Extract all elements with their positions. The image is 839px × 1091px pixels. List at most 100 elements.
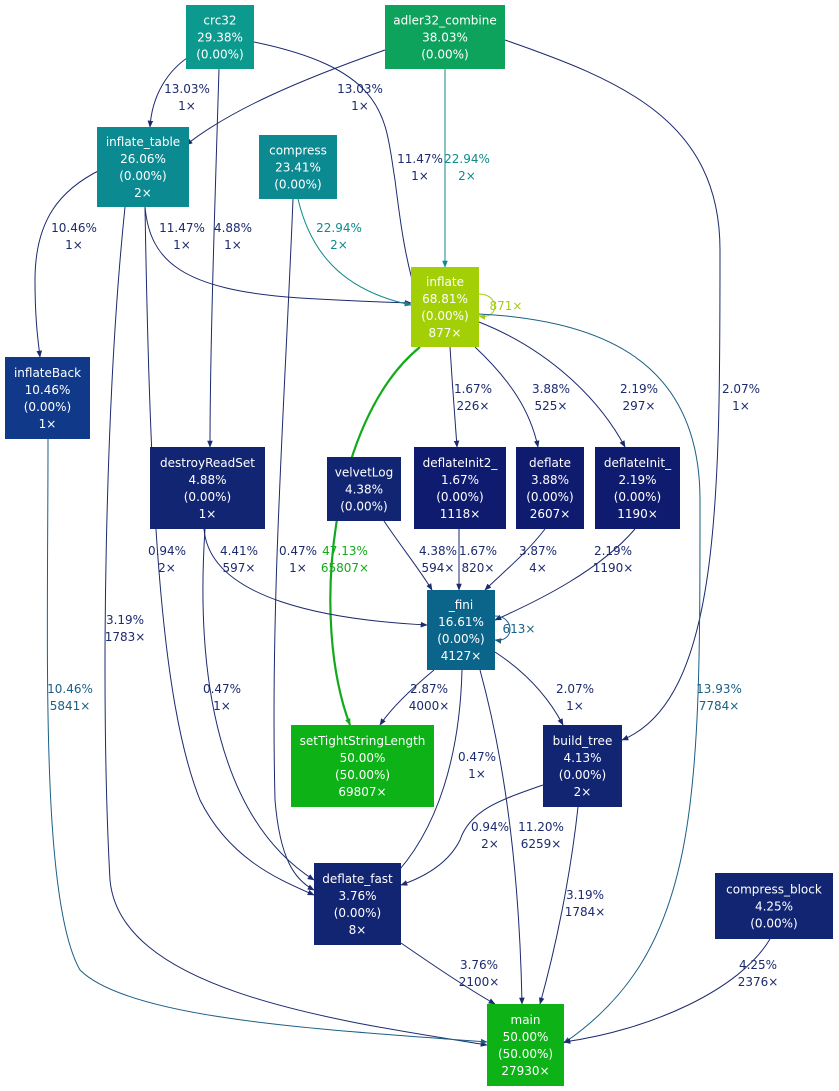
edge-compress_block-main: 4.25%2376×: [563, 938, 778, 1044]
edge-line: [478, 313, 701, 1044]
edge-label: 0.94%: [471, 820, 509, 834]
edge-deflate_fast-main: 3.76%2100×: [400, 942, 499, 1005]
edge-inflate-inflate: 871×: [478, 293, 522, 320]
edge-label: 6259×: [521, 837, 562, 851]
node-stat: 2×: [134, 186, 152, 200]
edge-build_tree-main: 3.19%1784×: [538, 806, 605, 1005]
node-deflateInit_[interactable]: deflateInit_2.19%(0.00%)1190×: [595, 447, 680, 529]
node-stat: (0.00%): [526, 490, 573, 504]
edge-line: [474, 346, 540, 448]
node-box: [150, 447, 265, 529]
edge-label: 1×: [411, 169, 429, 183]
edge-label: 3.87%: [519, 544, 557, 558]
edge-label: 3.19%: [566, 888, 604, 902]
edge-label: 13.93%: [696, 682, 742, 696]
edge-line: [383, 520, 433, 591]
node-stat: 29.38%: [197, 31, 243, 45]
node-name: compress: [269, 144, 327, 158]
edge-inflate_table-main: 3.19%1783×: [104, 206, 488, 1047]
edge-_fini-setTightStringLength: 2.87%4000×: [379, 669, 450, 726]
node-box: [715, 873, 833, 939]
edge-label: 13.03%: [337, 82, 383, 96]
edge-line: [538, 806, 579, 1005]
edge-inflate-deflateInit_: 2.19% 297×: [478, 321, 658, 448]
edge-adler32_combine-build_tree: 2.07% 1×: [504, 39, 760, 741]
edge-deflateInit_-_fini: 2.19%1190×: [494, 528, 636, 621]
edge-line: [46, 438, 488, 1045]
node-box: [314, 863, 401, 945]
node-box: [5, 357, 90, 439]
edge-label: 297×: [623, 399, 656, 413]
edge-label: 0.47%: [458, 750, 496, 764]
edge-line: [504, 39, 721, 741]
edge-line: [34, 169, 101, 358]
node-stat: 69807×: [338, 785, 386, 799]
edge-label: 1×: [566, 699, 584, 713]
edge-label: 65807×: [321, 561, 369, 575]
edge-label: 1×: [289, 561, 307, 575]
node-stat: (0.00%): [340, 500, 387, 514]
edge-line: [185, 49, 386, 146]
edge-adler32_combine-inflate: 22.94%2×: [442, 69, 490, 268]
edge-label: 2.19%: [620, 382, 658, 396]
node-stat: (0.00%): [750, 917, 797, 931]
edge-label: 1×: [732, 399, 750, 413]
edge-adler32_combine-inflate_table: 13.03%1×: [185, 49, 386, 146]
edge-label: 4000×: [409, 699, 450, 713]
edge-inflate-setTightStringLength: 47.13% 65807×: [321, 346, 421, 726]
edge-line: [379, 669, 435, 726]
node-stat: 4.25%: [755, 900, 793, 914]
node-box: [595, 447, 680, 529]
edge-label: 11.47%: [159, 221, 205, 235]
node-crc32[interactable]: crc32 29.38% (0.00%): [186, 5, 254, 69]
edge-inflate-deflateInit2_: 1.67%226×: [449, 346, 492, 448]
node-name: deflateInit2_: [423, 456, 499, 470]
node-name: crc32: [203, 14, 236, 28]
edge-deflate-_fini: 3.87%4×: [484, 528, 557, 591]
node-box: [543, 725, 622, 807]
edge-label: 597×: [223, 561, 256, 575]
node-name: inflate_table: [106, 135, 180, 149]
node-stat: 3.76%: [338, 889, 376, 903]
node-stat: (0.00%): [196, 48, 243, 62]
edge-label: 47.13%: [322, 544, 368, 558]
edge-inflate-main: 13.93% 7784×: [478, 313, 742, 1044]
edge-label: 1×: [468, 767, 486, 781]
edge-label: 2×: [458, 169, 476, 183]
edge-label: 2.07%: [722, 382, 760, 396]
node-name: deflate_fast: [322, 872, 393, 886]
node-stat: (0.00%): [421, 48, 468, 62]
edge-label: 0.47%: [279, 544, 317, 558]
node-box: [385, 5, 505, 69]
edge-label: 7784×: [699, 699, 740, 713]
node-stat: 4.88%: [188, 473, 226, 487]
edge-label: 4.25%: [739, 958, 777, 972]
node-deflateInit2_[interactable]: deflateInit2_1.67%(0.00%)1118×: [414, 447, 506, 529]
edge-label: 4.38%: [419, 544, 457, 558]
node-stat: (0.00%): [436, 490, 483, 504]
edge-label: 2×: [158, 561, 176, 575]
edge-label: 594×: [422, 561, 455, 575]
node-name: destroyReadSet: [160, 456, 255, 470]
edge-_fini-_fini: 613×: [494, 615, 535, 644]
edge-label: 1×: [173, 238, 191, 252]
edge-label: 1.67%: [459, 544, 497, 558]
edge-line: [484, 528, 546, 591]
edge-label: 1783×: [105, 630, 146, 644]
node-stat: 3.88%: [531, 473, 569, 487]
